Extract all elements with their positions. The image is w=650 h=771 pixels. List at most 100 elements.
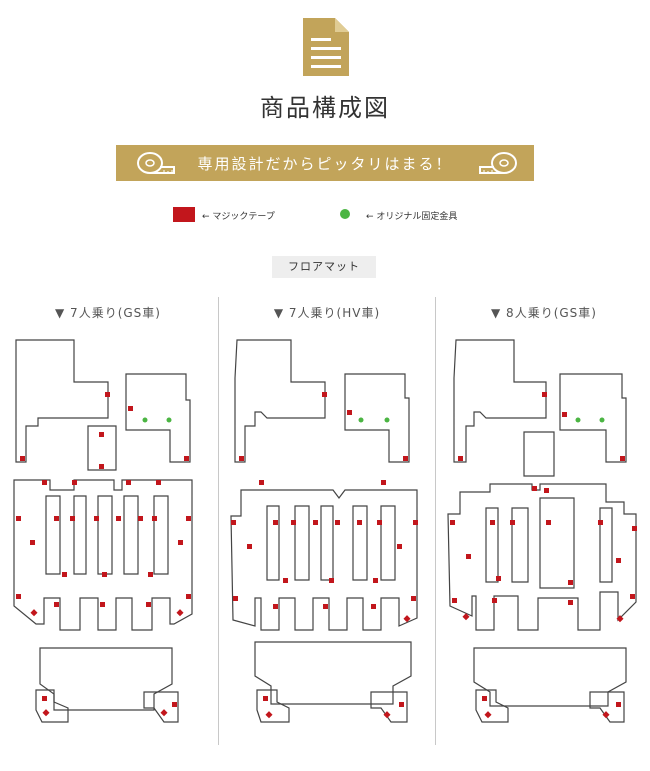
magic-tape-mark [602, 711, 610, 719]
second-row-mat [13, 479, 193, 631]
magic-tape-mark [30, 609, 38, 617]
floor-mat-diagram-8-seat-gs [447, 339, 637, 723]
magic-tape-mark [568, 580, 573, 585]
fixture-swatch [340, 209, 350, 219]
magic-tape-mark [496, 576, 501, 581]
banner-text: 専用設計だからピッタリはまる！ [197, 155, 453, 173]
magic-tape-mark [42, 480, 47, 485]
magic-tape-mark [546, 520, 551, 525]
magic-tape-mark [186, 594, 191, 599]
magic-tape-mark [239, 456, 244, 461]
column-label-7-seat-hv: ▼ 7人乗り(HV車) [273, 306, 381, 320]
third-row-mat [39, 647, 173, 711]
magic-tape-mark [146, 602, 151, 607]
fixture-mark [142, 417, 148, 423]
magic-tape-mark [128, 406, 133, 411]
column-divider [218, 297, 219, 745]
magic-tape-mark [397, 544, 402, 549]
column-label-8-seat-gs: ▼ 8人乗り(GS車) [491, 306, 597, 320]
fixture-mark [599, 417, 605, 423]
magic-tape-mark [383, 711, 391, 719]
magic-tape-mark [482, 696, 487, 701]
column-label-7-seat-gs: ▼ 7人乗り(GS車) [55, 306, 161, 320]
magic-tape-mark [42, 709, 50, 717]
magic-tape-mark [544, 488, 549, 493]
magic-tape-mark [413, 520, 418, 525]
fixture-legend-label: ← オリジナル固定金具 [366, 212, 458, 222]
magic-tape-mark [105, 392, 110, 397]
magic-tape-mark [156, 480, 161, 485]
rear-left-mat [256, 689, 290, 723]
magic-tape-mark [381, 480, 386, 485]
magic-tape-mark [72, 480, 77, 485]
magic-tape-mark [335, 520, 340, 525]
magic-tape-mark [99, 432, 104, 437]
magic-tape-mark [138, 516, 143, 521]
passenger-mat [559, 373, 627, 463]
magic-tape-mark [99, 464, 104, 469]
magic-tape-mark [16, 516, 21, 521]
magic-tape-mark [94, 516, 99, 521]
passenger-mat [125, 373, 191, 463]
rear-right-mat [589, 691, 625, 723]
floor-mat-section-label: フロアマット [272, 256, 376, 278]
driver-mat [453, 339, 547, 463]
magic-tape-mark [630, 594, 635, 599]
magic-tape-mark [273, 604, 278, 609]
magic-tape-mark [30, 540, 35, 545]
magic-tape-mark [233, 596, 238, 601]
third-row-mat [254, 641, 412, 705]
magic-tape-mark [42, 696, 47, 701]
feature-banner: 専用設計だからピッタリはまる！ [116, 145, 534, 181]
magic-tape-mark [399, 702, 404, 707]
magic-tape-mark [450, 520, 455, 525]
driver-mat [234, 339, 326, 463]
fixture-mark [575, 417, 581, 423]
magic-tape-mark [323, 604, 328, 609]
floor-mat-diagram-7-seat-hv [230, 339, 418, 723]
magic-tape-mark [616, 558, 621, 563]
rear-left-mat [35, 689, 69, 723]
magic-tape-mark [283, 578, 288, 583]
magic-tape-mark [411, 596, 416, 601]
magic-tape-mark [273, 520, 278, 525]
magic-tape-mark [484, 711, 492, 719]
magic-tape-mark [62, 572, 67, 577]
magic-tape-mark [313, 520, 318, 525]
third-row-mat [473, 647, 627, 707]
driver-mat [15, 339, 109, 463]
magic-tape-mark [231, 520, 236, 525]
rear-right-mat [370, 691, 408, 723]
magic-tape-mark [616, 702, 621, 707]
magic-tape-mark [616, 615, 624, 623]
magic-tape-mark [247, 544, 252, 549]
magic-tape-mark [542, 392, 547, 397]
magic-tape-legend-label: ← マジックテープ [202, 212, 275, 222]
magic-tape-mark [184, 456, 189, 461]
magic-tape-mark [562, 412, 567, 417]
magic-tape-mark [265, 711, 273, 719]
second-row-mat [447, 483, 637, 631]
magic-tape-mark [620, 456, 625, 461]
magic-tape-mark [176, 609, 184, 617]
magic-tape-mark [70, 516, 75, 521]
magic-tape-mark [329, 578, 334, 583]
page-title: 商品構成図 [260, 94, 390, 122]
magic-tape-mark [347, 410, 352, 415]
magic-tape-mark [16, 594, 21, 599]
magic-tape-mark [371, 604, 376, 609]
magic-tape-mark [490, 520, 495, 525]
magic-tape-mark [632, 526, 637, 531]
magic-tape-mark [20, 456, 25, 461]
magic-tape-mark [357, 520, 362, 525]
magic-tape-mark [259, 480, 264, 485]
fixture-mark [384, 417, 390, 423]
magic-tape-mark [322, 392, 327, 397]
magic-tape-mark [100, 602, 105, 607]
magic-tape-mark [403, 615, 411, 623]
center-mat [87, 425, 117, 471]
magic-tape-mark [492, 598, 497, 603]
magic-tape-mark [532, 486, 537, 491]
magic-tape-mark [186, 516, 191, 521]
magic-tape-mark [403, 456, 408, 461]
